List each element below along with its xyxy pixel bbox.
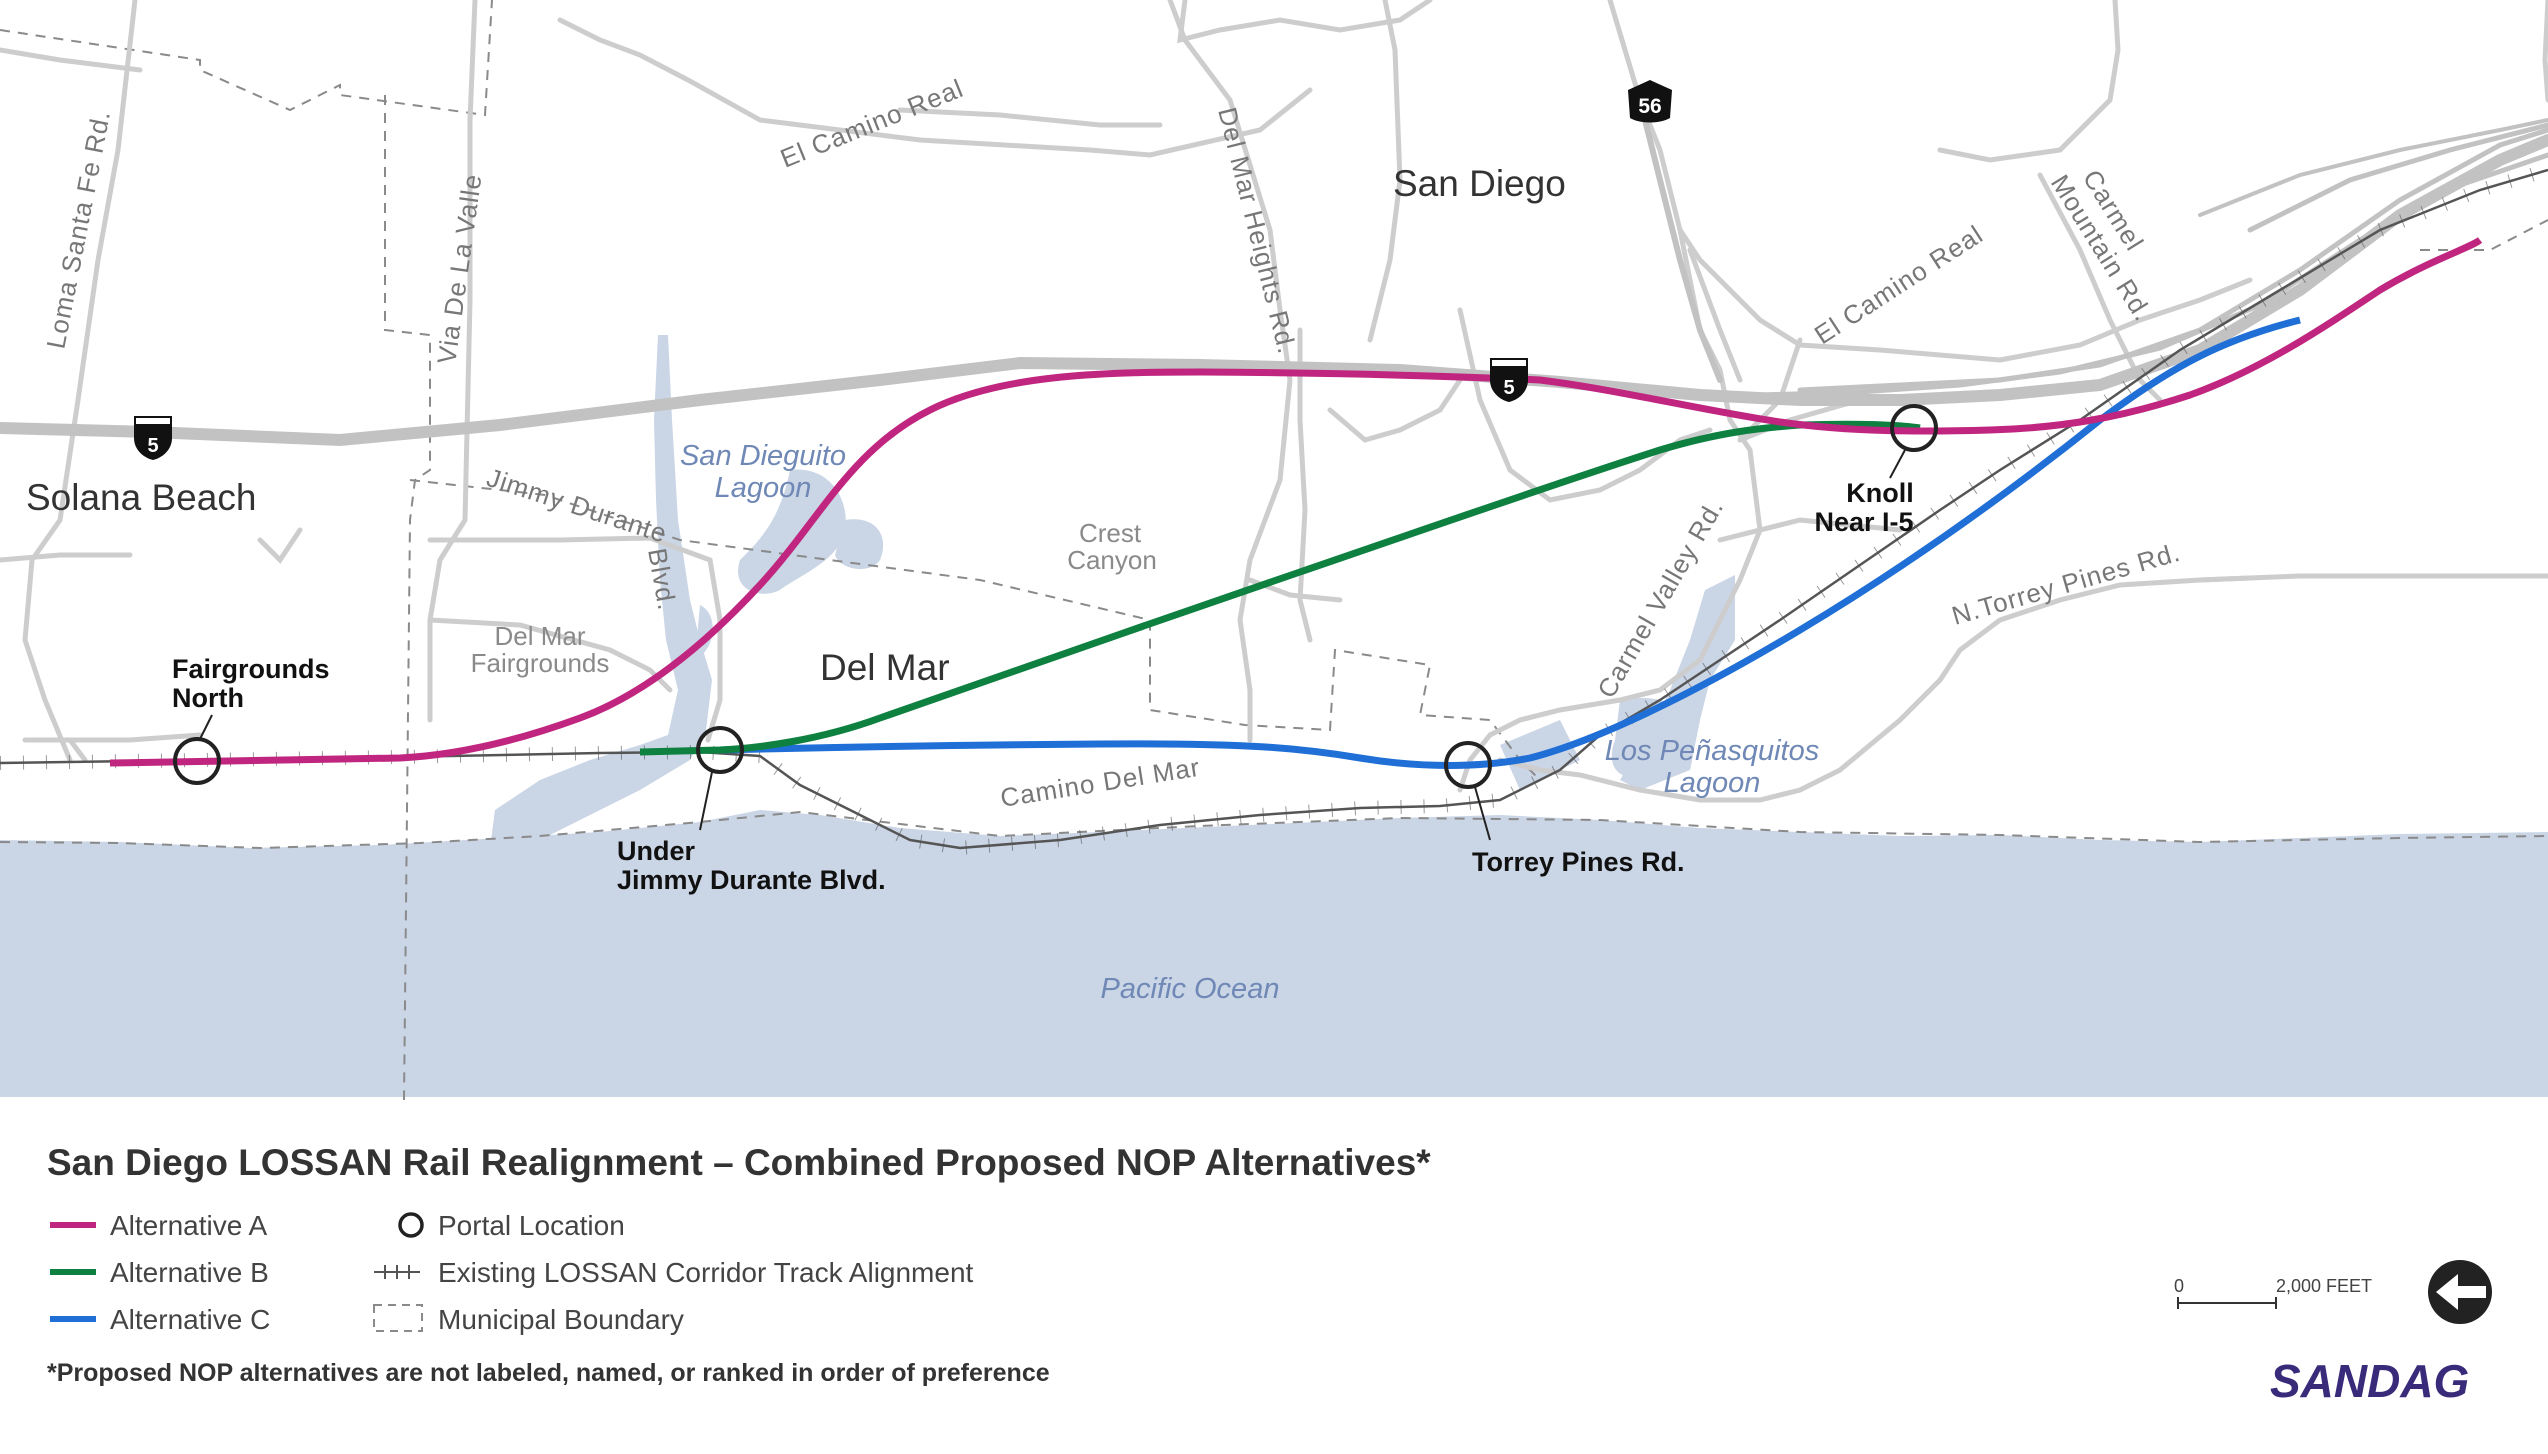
san-dieguito-lagoon xyxy=(490,335,884,850)
scale-distance: 2,000 FEET xyxy=(2276,1276,2372,1296)
portal-markers xyxy=(173,404,1938,789)
label-portal-under-jimmy-durante-2: Jimmy Durante Blvd. xyxy=(617,865,886,895)
label-crest-canyon-2: Canyon xyxy=(1067,545,1157,575)
legend-label-existing-track: Existing LOSSAN Corridor Track Alignment xyxy=(438,1257,974,1288)
label-san-dieguito-lagoon-2: Lagoon xyxy=(715,472,812,504)
sr56-shield: 56 xyxy=(1628,80,1672,123)
label-portal-knoll-1: Knoll xyxy=(1846,478,1914,508)
existing-lossan-track xyxy=(0,163,2548,856)
label-via-de-la-valle: Via De La Valle xyxy=(431,172,487,366)
legend-swatch-portal xyxy=(398,1212,424,1238)
north-arrow-icon xyxy=(2428,1260,2492,1324)
i5-shield-east: 5 xyxy=(1490,358,1528,402)
label-solana-beach: Solana Beach xyxy=(26,477,256,518)
portal-fairgrounds-north xyxy=(173,737,221,785)
legend-label-municipal: Municipal Boundary xyxy=(438,1304,684,1335)
label-jimmy-durante-1: Jimmy Durante xyxy=(483,462,671,549)
label-san-dieguito-lagoon-1: San Dieguito xyxy=(680,440,846,472)
label-del-mar-heights-rd: Del Mar Heights Rd. xyxy=(1212,104,1302,357)
label-los-penasquitos-lagoon-1: Los Peñasquitos xyxy=(1605,735,1819,767)
local-roads xyxy=(0,0,2548,803)
label-del-mar: Del Mar xyxy=(820,647,950,688)
sandag-logo: SANDAG xyxy=(2270,1355,2469,1407)
label-portal-fairgrounds-north-1: Fairgrounds xyxy=(172,654,330,684)
label-portal-torrey-pines-rd: Torrey Pines Rd. xyxy=(1472,847,1685,877)
legend-title: San Diego LOSSAN Rail Realignment – Comb… xyxy=(47,1142,1431,1183)
scale-bar: 0 2,000 FEET xyxy=(2174,1276,2372,1309)
legend-swatch-existing-track xyxy=(374,1265,420,1279)
portal-under-jimmy-durante xyxy=(696,726,744,774)
portal-leader-lines xyxy=(199,449,1906,841)
label-portal-fairgrounds-north-2: North xyxy=(172,683,244,713)
legend-label-alt-a: Alternative A xyxy=(110,1210,268,1241)
alternative-c-route xyxy=(719,316,2301,769)
label-portal-under-jimmy-durante-1: Under xyxy=(617,836,696,866)
municipal-boundary-lines xyxy=(0,0,2548,1101)
portal-torrey-pines-rd xyxy=(1444,741,1492,789)
label-pacific-ocean: Pacific Ocean xyxy=(1101,973,1280,1005)
label-del-mar-fairgrounds-1: Del Mar xyxy=(494,621,585,651)
portal-knoll-near-i5 xyxy=(1890,404,1938,452)
label-san-diego: San Diego xyxy=(1393,163,1566,204)
freeways xyxy=(0,97,2548,447)
legend-footnote: *Proposed NOP alternatives are not label… xyxy=(47,1359,1050,1387)
legend-label-portal: Portal Location xyxy=(438,1210,625,1241)
label-los-penasquitos-lagoon-2: Lagoon xyxy=(1664,767,1761,799)
label-del-mar-fairgrounds-2: Fairgrounds xyxy=(471,648,610,678)
label-el-camino-real-east: El Camino Real xyxy=(1809,219,1989,350)
alternative-a-route xyxy=(109,237,2483,767)
pacific-ocean xyxy=(0,810,2548,1097)
label-crest-canyon-1: Crest xyxy=(1079,518,1142,548)
i5-shield-west-number: 5 xyxy=(147,435,158,457)
i5-shield-east-number: 5 xyxy=(1503,377,1514,399)
sr56-shield-number: 56 xyxy=(1638,95,1661,118)
legend-label-alt-c: Alternative C xyxy=(110,1304,270,1335)
label-portal-knoll-2: Near I-5 xyxy=(1814,507,1913,537)
i5-shield-west: 5 xyxy=(134,416,172,460)
legend-swatch-municipal xyxy=(373,1304,423,1332)
legend-label-alt-b: Alternative B xyxy=(110,1257,269,1288)
los-penasquitos-lagoon xyxy=(1500,575,1735,790)
label-camino-del-mar: Camino Del Mar xyxy=(998,752,1202,813)
legend: San Diego LOSSAN Rail Realignment – Comb… xyxy=(47,1142,1431,1387)
scale-zero: 0 xyxy=(2174,1276,2184,1296)
